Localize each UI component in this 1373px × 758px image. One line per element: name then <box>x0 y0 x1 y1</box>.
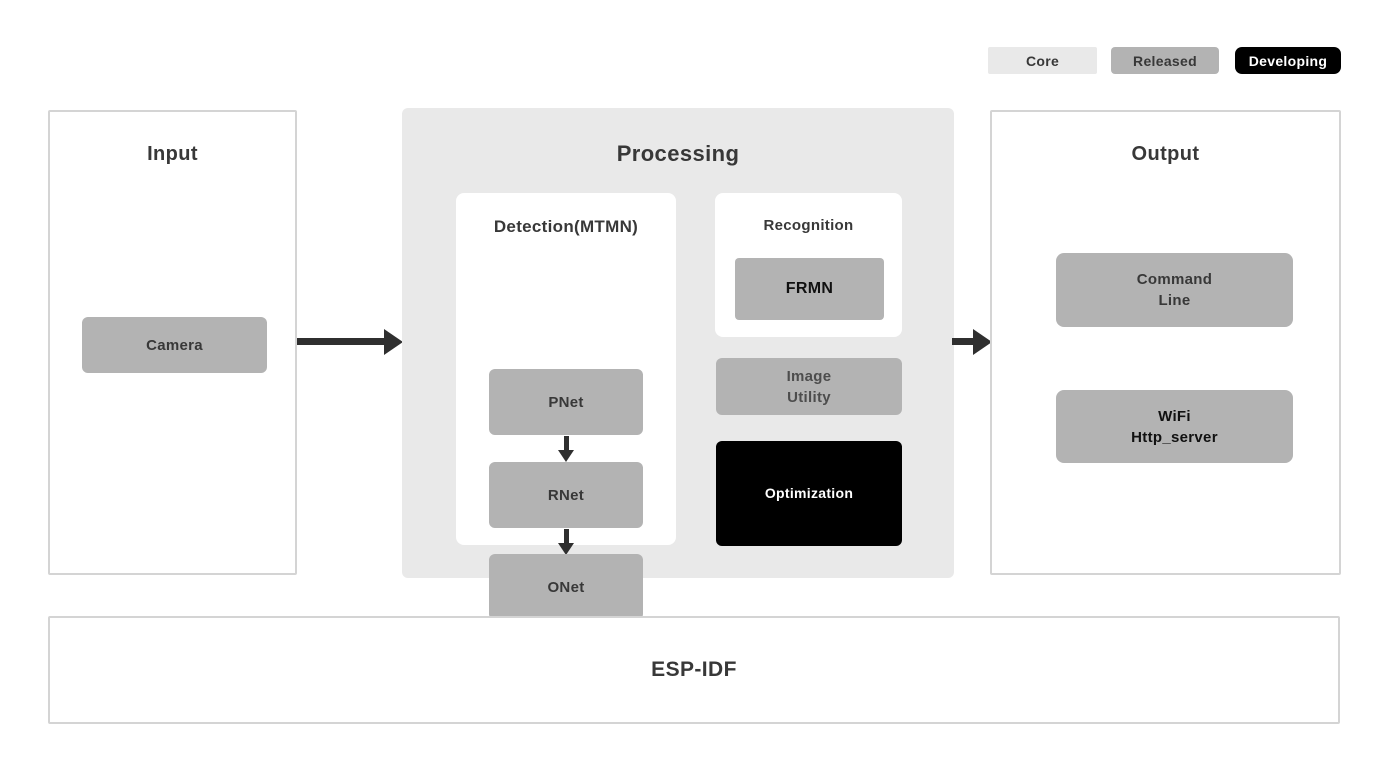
legend-core: Core <box>988 47 1097 74</box>
arrow-head <box>973 329 992 355</box>
input-panel: Input Camera <box>48 110 297 575</box>
processing-panel: Processing Detection(MTMN) PNet RNet ONe… <box>402 108 954 620</box>
wifi-line2: Http_server <box>1131 428 1218 446</box>
arrow-head <box>558 543 574 555</box>
rnet-node: RNet <box>489 462 643 528</box>
arrow-stem <box>297 338 384 345</box>
output-panel-title: Output <box>1131 143 1200 165</box>
wifi-line1: WiFi <box>1158 407 1191 425</box>
command-line-line1: Command <box>1136 271 1213 288</box>
input-panel-title: Input <box>147 143 198 165</box>
frmn-node: FRMN <box>735 258 884 320</box>
legend-developing: Developing <box>1235 47 1341 74</box>
esp-idf-title: ESP-IDF <box>651 658 737 681</box>
esp-idf-panel: ESP-IDF <box>48 616 1340 724</box>
command-line-line2: Line <box>1158 292 1191 309</box>
image-utility-line2: Utility <box>787 388 831 406</box>
arrow-stem <box>564 529 569 544</box>
arrow-head <box>558 450 574 462</box>
pnet-node: PNet <box>489 369 643 435</box>
detection-card-title: Detection(MTMN) <box>493 217 639 236</box>
legend-released: Released <box>1111 47 1219 74</box>
recognition-card: Recognition FRMN <box>715 193 902 337</box>
onet-node: ONet <box>489 554 643 620</box>
arrow-stem <box>952 338 973 345</box>
wifi-http-server-node: WiFi Http_server <box>1056 390 1293 463</box>
recognition-card-title: Recognition <box>763 217 854 234</box>
image-utility-line1: Image <box>786 367 832 385</box>
output-panel: Output Command Line WiFi Http_server <box>990 110 1341 575</box>
arrow-processing-to-output <box>952 329 992 355</box>
command-line-node: Command Line <box>1056 253 1293 327</box>
arrow-rnet-to-onet <box>558 529 575 555</box>
camera-node: Camera <box>82 317 267 373</box>
detection-card: Detection(MTMN) PNet RNet ONet <box>456 193 676 620</box>
arrow-pnet-to-rnet <box>558 436 575 462</box>
arrow-input-to-processing <box>297 329 403 355</box>
processing-panel-title: Processing <box>616 141 740 166</box>
image-utility-node: Image Utility <box>716 358 902 415</box>
arrow-stem <box>564 436 569 451</box>
optimization-node: Optimization <box>716 441 902 546</box>
arrow-head <box>384 329 403 355</box>
